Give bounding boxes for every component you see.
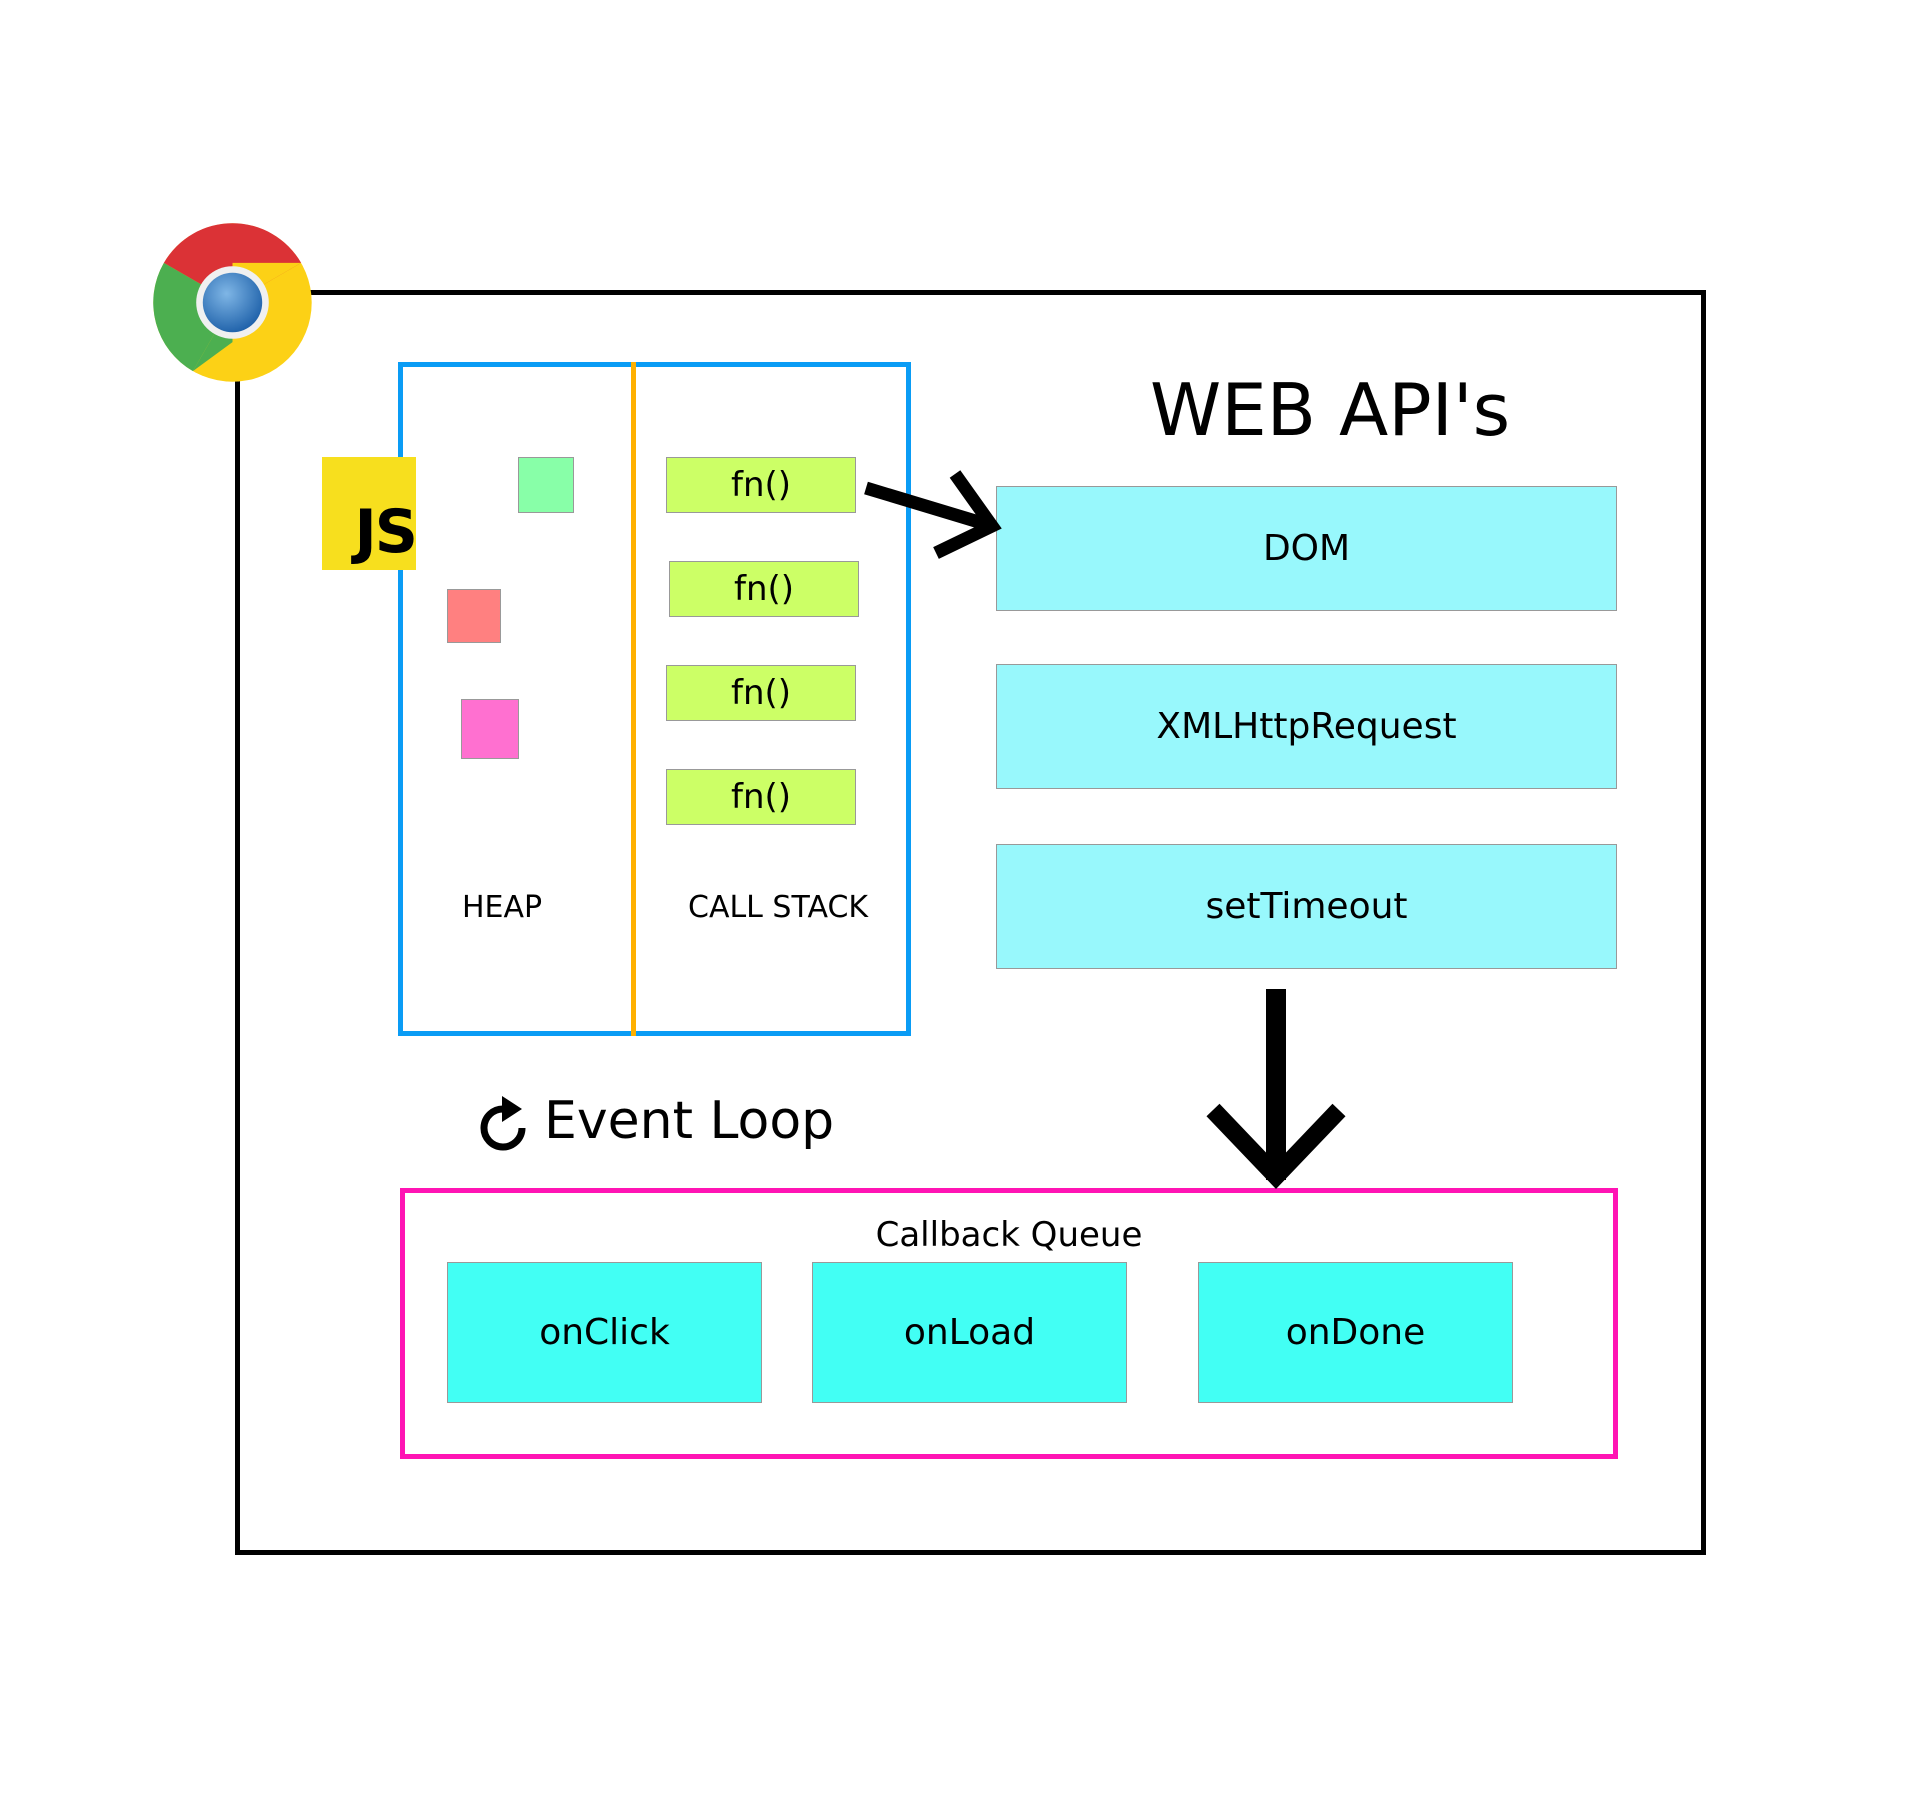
heap-label: HEAP bbox=[462, 890, 543, 925]
js-logo-text: JS bbox=[354, 497, 418, 567]
callback-onload: onLoad bbox=[812, 1262, 1127, 1403]
callback-queue-box bbox=[400, 1188, 1618, 1459]
heap-object bbox=[461, 699, 519, 759]
heap-object bbox=[447, 589, 501, 643]
web-api-xmlhttprequest: XMLHttpRequest bbox=[996, 664, 1617, 789]
event-loop-label: Event Loop bbox=[478, 1090, 834, 1152]
callback-onclick: onClick bbox=[447, 1262, 762, 1403]
call-stack-frame: fn() bbox=[666, 457, 856, 513]
web-apis-title: WEB API's bbox=[1150, 368, 1511, 452]
web-api-dom: DOM bbox=[996, 486, 1617, 611]
call-stack-frame: fn() bbox=[666, 769, 856, 825]
web-api-settimeout: setTimeout bbox=[996, 844, 1617, 969]
callback-queue-title: Callback Queue bbox=[875, 1215, 1143, 1255]
js-logo-icon: JS bbox=[322, 457, 418, 570]
heap-stack-divider bbox=[631, 362, 636, 1036]
js-engine-box bbox=[398, 362, 911, 1036]
call-stack-frame: fn() bbox=[666, 665, 856, 721]
callback-ondone: onDone bbox=[1198, 1262, 1513, 1403]
browser-frame bbox=[235, 290, 1706, 1555]
call-stack-label: CALL STACK bbox=[688, 890, 869, 925]
call-stack-frame: fn() bbox=[669, 561, 859, 617]
refresh-icon bbox=[480, 1096, 526, 1151]
heap-object bbox=[518, 457, 574, 513]
chrome-logo-icon bbox=[153, 223, 312, 382]
event-loop-text: Event Loop bbox=[544, 1091, 835, 1151]
